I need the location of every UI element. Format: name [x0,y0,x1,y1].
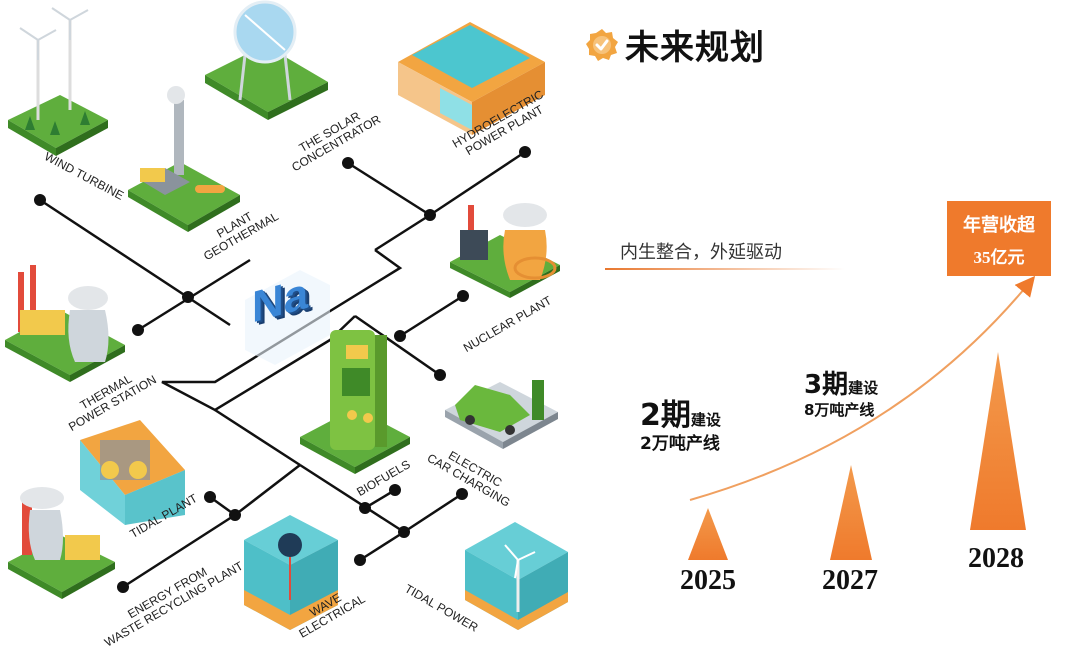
year-2025: 2025 [680,565,736,596]
network-lines [5,0,568,630]
revenue-target-box: 年营收超 35亿元 [947,201,1051,276]
timeline-graphic [688,275,1036,560]
year-2028: 2028 [968,543,1024,574]
solar-concentrator-icon [205,0,328,120]
wave-electrical-icon [244,515,338,630]
phase-3-text: 3期建设 8万吨产线 [804,370,879,420]
bar-2025 [688,508,728,560]
wind-turbine-icon [8,7,108,156]
year-2027: 2027 [822,565,878,596]
geothermal-plant-icon [128,86,240,232]
hydroelectric-plant-icon [398,22,545,135]
growth-curve [689,275,1036,501]
electric-car-charging-icon [445,380,558,449]
phase-2-text: 2期建设 2万吨产线 [640,398,721,454]
tidal-power-icon [465,522,568,630]
title-text: 未来规划 [625,28,765,68]
slogan: 内生整合，外延驱动 [620,242,782,263]
thermal-power-station-icon [5,265,125,382]
slogan-underline [605,268,845,270]
biofuels-icon [300,330,410,474]
page-title: 未来规划 [585,20,765,69]
bar-2028 [970,352,1026,530]
tidal-plant-icon [80,420,185,525]
waste-recycling-plant-icon [8,487,115,599]
check-badge-icon [586,28,618,61]
bar-2027 [830,465,872,560]
nuclear-plant-icon [450,203,560,298]
